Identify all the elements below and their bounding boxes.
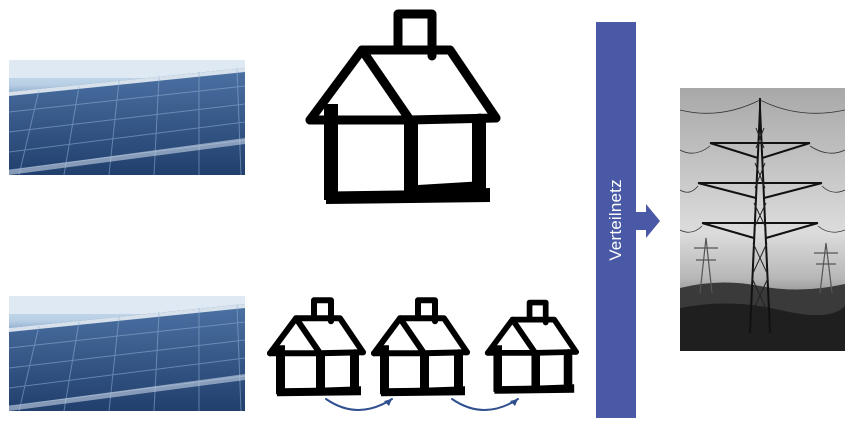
solar-panel-image-top — [9, 60, 245, 175]
house-icon-large — [300, 8, 500, 203]
solar-panel-image-bottom — [9, 296, 245, 411]
distribution-grid-bar — [596, 22, 636, 418]
house-icon-small-1 — [265, 296, 365, 396]
curved-arrow-icon — [452, 399, 518, 410]
curved-arrow-icon — [326, 399, 392, 410]
arrow-right-icon — [636, 204, 660, 243]
house-icon-small-2 — [369, 296, 469, 396]
energy-exchange-arrows — [320, 395, 530, 422]
house-icon-small-3 — [483, 296, 578, 396]
power-pylon-image — [680, 88, 845, 351]
